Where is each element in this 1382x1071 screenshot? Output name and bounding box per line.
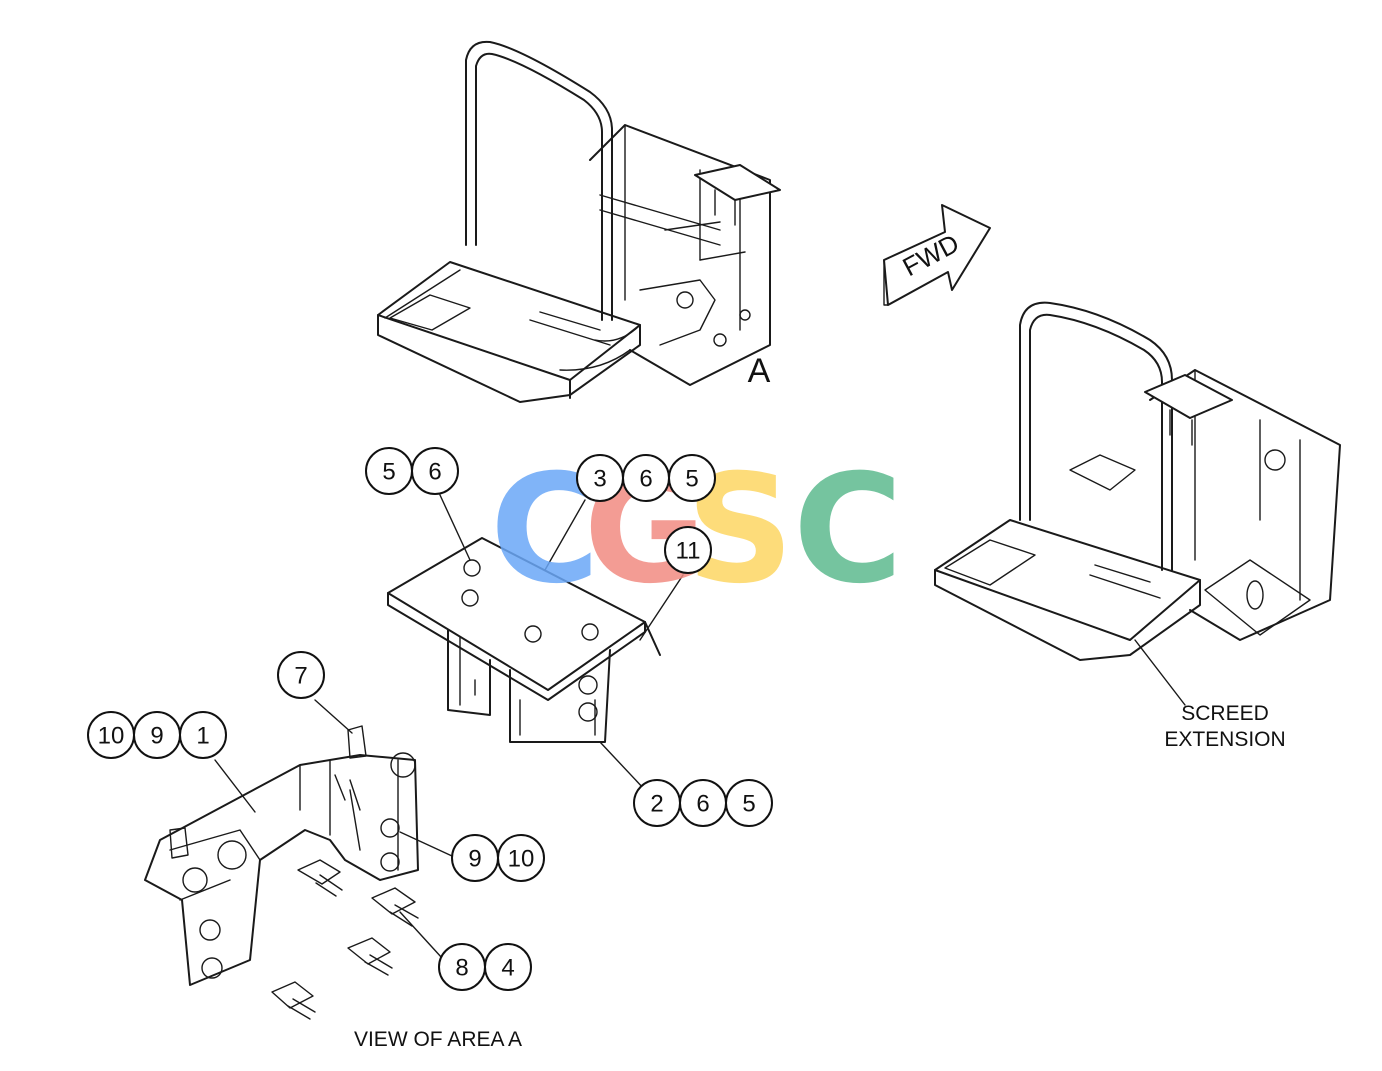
- callout-number: 3: [593, 466, 606, 493]
- callout-bubble-4: 4: [484, 943, 532, 991]
- callout-number: 5: [382, 459, 395, 486]
- callout-number: 6: [639, 466, 652, 493]
- callout-number: 10: [98, 723, 125, 750]
- area-a-label: A: [748, 352, 771, 390]
- callout-number: 4: [501, 955, 514, 982]
- screed-extension-assembly: [934, 301, 1341, 661]
- bolts: [271, 859, 419, 1020]
- callout-group-2-6-5: 2 6 5: [633, 779, 773, 827]
- callout-number: 6: [428, 459, 441, 486]
- watermark-letter-c2: C: [793, 443, 903, 617]
- callout-bubble-2: 2: [633, 779, 681, 827]
- leader-3-6-5: [544, 499, 586, 571]
- callout-group-10-9-1: 10 9 1: [87, 711, 227, 759]
- leader-11: [639, 574, 684, 641]
- screed-leader: [1134, 639, 1186, 706]
- callout-bubble-11: 11: [664, 526, 712, 574]
- callout-group-9-10: 9 10: [451, 834, 545, 882]
- callout-bubble-8: 8: [438, 943, 486, 991]
- callout-group-7: 7: [277, 651, 325, 699]
- callout-number: 9: [468, 846, 481, 873]
- callout-number: 7: [294, 663, 307, 690]
- callout-bubble-10: 10: [497, 834, 545, 882]
- callout-number: 9: [150, 723, 163, 750]
- screed-label-line1: SCREED: [1181, 702, 1269, 725]
- callout-bubble-5: 5: [668, 454, 716, 502]
- leader-2-6-5: [599, 741, 646, 791]
- view-of-area-a-title: VIEW OF AREA A: [354, 1028, 522, 1051]
- callout-bubble-3: 3: [576, 454, 624, 502]
- platform-assembly-top: [377, 40, 781, 403]
- leader-10-9-1: [214, 759, 256, 813]
- clamp-assembly: [144, 725, 419, 986]
- callout-number: 5: [685, 466, 698, 493]
- callout-bubble-6: 6: [679, 779, 727, 827]
- callout-number: 10: [508, 846, 535, 873]
- callout-number: 1: [196, 723, 209, 750]
- callout-bubble-9: 9: [133, 711, 181, 759]
- callout-bubble-5: 5: [725, 779, 773, 827]
- callout-bubble-7: 7: [277, 651, 325, 699]
- screed-label-line2: EXTENSION: [1164, 728, 1285, 751]
- callout-bubble-9: 9: [451, 834, 499, 882]
- callout-bubble-6: 6: [622, 454, 670, 502]
- callout-number: 6: [696, 791, 709, 818]
- callout-group-11: 11: [664, 526, 712, 574]
- leader-7: [314, 699, 353, 734]
- mounting-plate-assembly: [387, 537, 661, 743]
- callout-number: 2: [650, 791, 663, 818]
- callout-bubble-10: 10: [87, 711, 135, 759]
- callout-bubble-5: 5: [365, 447, 413, 495]
- callout-bubble-6: 6: [411, 447, 459, 495]
- callout-number: 5: [742, 791, 755, 818]
- leader-9-10: [399, 831, 453, 857]
- callout-number: 11: [676, 538, 701, 565]
- callout-group-3-6-5: 3 6 5: [576, 454, 716, 502]
- callout-number: 8: [455, 955, 468, 982]
- leader-5-6: [439, 494, 471, 561]
- callout-bubble-1: 1: [179, 711, 227, 759]
- fwd-arrow-icon: FWD: [883, 204, 991, 306]
- leader-8-4: [399, 911, 443, 959]
